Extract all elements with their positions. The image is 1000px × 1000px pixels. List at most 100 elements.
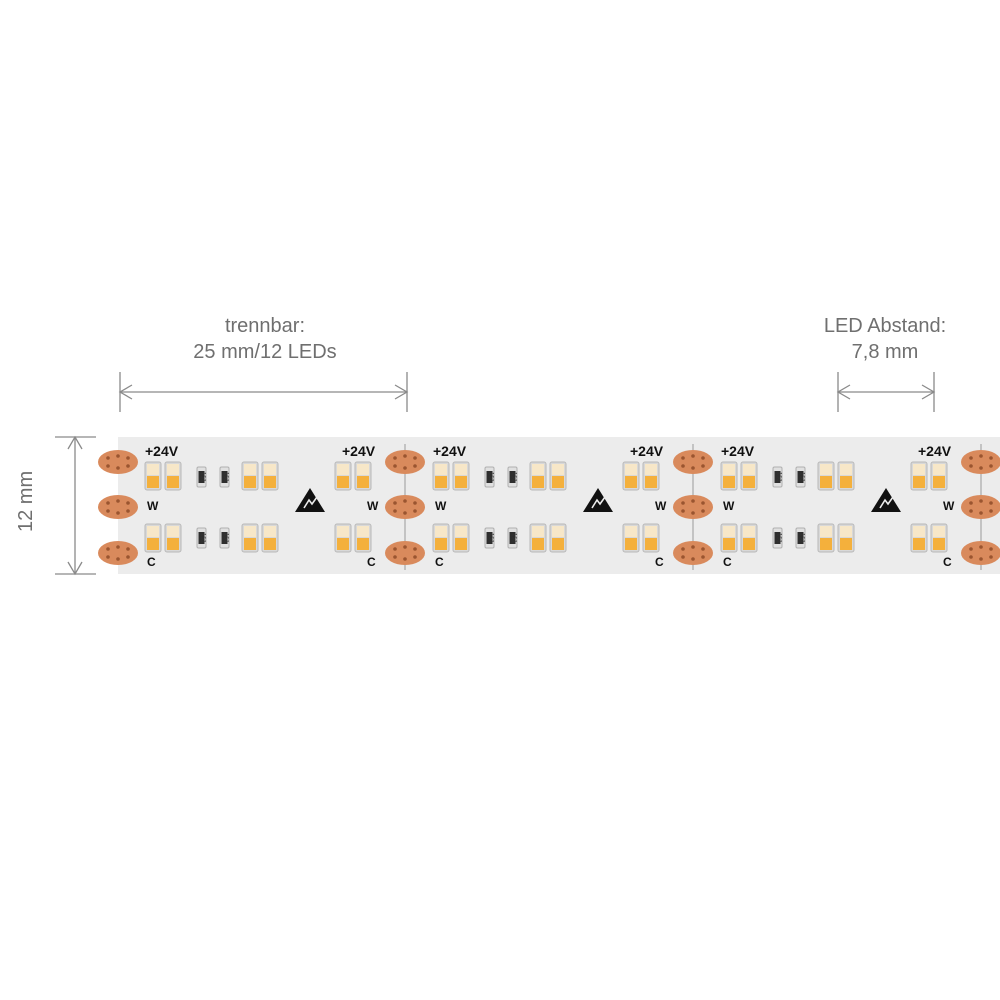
- pad-hole: [413, 547, 417, 551]
- pad-hole: [691, 545, 695, 549]
- pad-hole: [413, 509, 417, 513]
- led-chip: [720, 523, 738, 553]
- resistor: 151: [795, 527, 806, 549]
- resistor-code: 151: [776, 533, 782, 544]
- led-cold-half: [244, 464, 256, 475]
- solder-pad: [98, 495, 138, 519]
- pad-hole: [393, 456, 397, 460]
- led-warm-half: [820, 476, 832, 488]
- led-warm-half: [455, 538, 467, 550]
- resistor-top: [774, 532, 781, 544]
- voltage-label: +24V: [342, 443, 376, 459]
- pad-hole: [403, 499, 407, 503]
- pad-hole: [413, 501, 417, 505]
- led-cold-half: [147, 464, 159, 475]
- pad-hole: [989, 464, 993, 468]
- led-warm-half: [167, 476, 179, 488]
- led-warm-half: [743, 538, 755, 550]
- solder-pad: [961, 541, 1000, 565]
- pad-hole: [681, 456, 685, 460]
- led-chip: [432, 523, 450, 553]
- pad-hole: [393, 509, 397, 513]
- pad-hole: [701, 509, 705, 513]
- resistor-top: [221, 471, 228, 483]
- cold-channel-label: C: [147, 555, 156, 569]
- pad-hole: [969, 509, 973, 513]
- pad-shape: [98, 495, 138, 519]
- led-warm-half: [532, 538, 544, 550]
- led-cold-half: [337, 464, 349, 475]
- pad-hole: [403, 454, 407, 458]
- cold-channel-label: C: [943, 555, 952, 569]
- pad-hole: [701, 464, 705, 468]
- pad-hole: [393, 464, 397, 468]
- pad-hole: [393, 555, 397, 559]
- resistor-top: [797, 532, 804, 544]
- led-cold-half: [743, 464, 755, 475]
- resistor: 151: [772, 466, 783, 488]
- pad-hole: [126, 464, 130, 468]
- led-cold-half: [645, 526, 657, 537]
- pad-shape: [961, 450, 1000, 474]
- led-chip: [910, 523, 928, 553]
- separable-dimension-label: trennbar: 25 mm/12 LEDs: [140, 313, 390, 365]
- pad-hole: [691, 511, 695, 515]
- led-warm-half: [552, 538, 564, 550]
- resistor-code: 151: [776, 472, 782, 483]
- esd-hand: [591, 496, 606, 509]
- resistor-top: [486, 532, 493, 544]
- led-warm-half: [625, 476, 637, 488]
- led-chip: [740, 461, 758, 491]
- led-cold-half: [244, 526, 256, 537]
- pad-hole: [979, 511, 983, 515]
- pad-hole: [413, 555, 417, 559]
- pad-hole: [681, 555, 685, 559]
- resistor: 151: [196, 527, 207, 549]
- resistor-top: [509, 471, 516, 483]
- pad-hole: [116, 511, 120, 515]
- resistor: 151: [795, 466, 806, 488]
- resistor: 151: [219, 466, 230, 488]
- led-chip: [164, 523, 182, 553]
- pad-hole: [989, 509, 993, 513]
- led-cold-half: [743, 526, 755, 537]
- resistor-code: 151: [511, 472, 517, 483]
- led-cold-half: [337, 526, 349, 537]
- pad-hole: [126, 456, 130, 460]
- pad-hole: [969, 547, 973, 551]
- pad-hole: [979, 499, 983, 503]
- led-cold-half: [532, 526, 544, 537]
- led-cold-half: [357, 526, 369, 537]
- pad-hole: [681, 547, 685, 551]
- led-warm-half: [933, 476, 945, 488]
- cold-channel-label: C: [723, 555, 732, 569]
- voltage-label: +24V: [433, 443, 467, 459]
- led-cold-half: [552, 526, 564, 537]
- pad-hole: [969, 456, 973, 460]
- pad-hole: [969, 501, 973, 505]
- led-chip: [549, 461, 567, 491]
- esd-triangle: [871, 488, 901, 512]
- led-warm-half: [435, 476, 447, 488]
- pad-hole: [403, 466, 407, 470]
- pad-hole: [701, 555, 705, 559]
- led-warm-half: [933, 538, 945, 550]
- pad-hole: [126, 555, 130, 559]
- pad-hole: [116, 499, 120, 503]
- pad-shape: [673, 541, 713, 565]
- led-chip: [144, 523, 162, 553]
- pad-hole: [106, 464, 110, 468]
- pad-shape: [385, 495, 425, 519]
- led-warm-half: [743, 476, 755, 488]
- led-chip: [334, 523, 352, 553]
- resistor-code: 151: [799, 533, 805, 544]
- led-cold-half: [532, 464, 544, 475]
- led-cold-half: [167, 526, 179, 537]
- pad-hole: [116, 454, 120, 458]
- pad-hole: [979, 545, 983, 549]
- led-cold-half: [264, 464, 276, 475]
- resistor: 151: [484, 527, 495, 549]
- pad-shape: [673, 450, 713, 474]
- solder-pad: [961, 495, 1000, 519]
- resistor-top: [198, 532, 205, 544]
